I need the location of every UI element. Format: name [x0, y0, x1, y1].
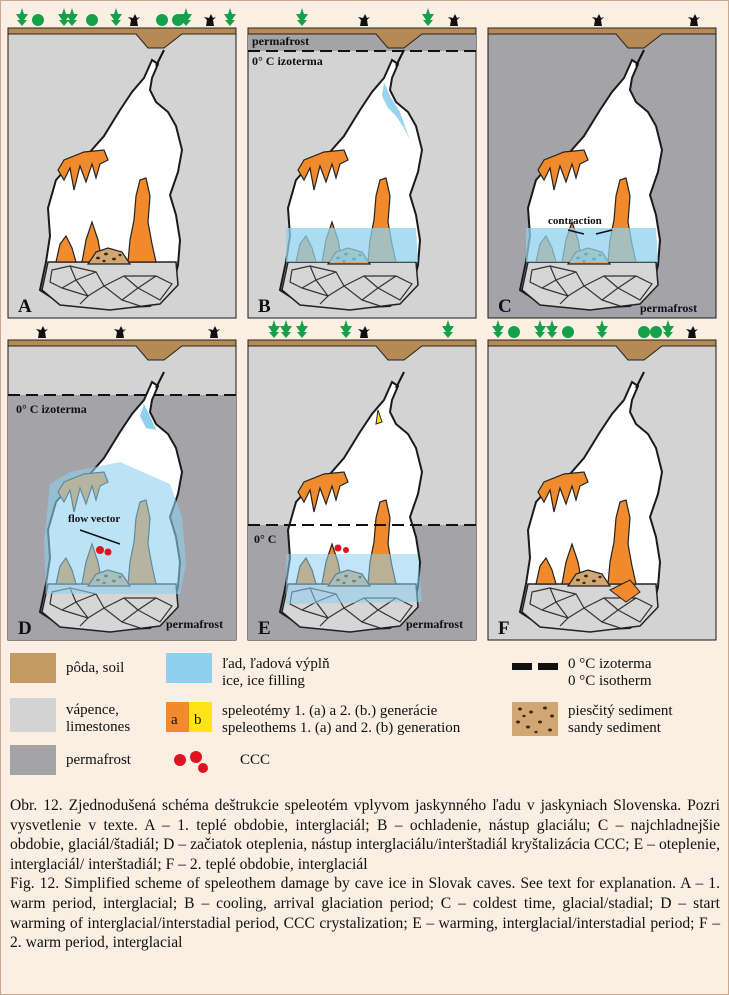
- permafrost-swatch: [10, 745, 56, 775]
- ccc-icon: [174, 751, 208, 773]
- sand-pattern: [516, 706, 554, 734]
- panel-C: contraction permafrost C: [487, 14, 717, 319]
- isotherm-line-icon: [512, 663, 558, 670]
- caption-sk: Obr. 12. Zjednodušená schéma deštrukcie …: [10, 797, 720, 873]
- panel-label: A: [18, 296, 32, 317]
- contraction-label: contraction: [548, 215, 602, 227]
- soil-swatch: [10, 653, 56, 683]
- panel-B: permafrost 0° C izoterma B: [247, 8, 477, 319]
- isotherm-label: 0° C: [254, 532, 276, 546]
- limestone-swatch: [10, 698, 56, 732]
- permafrost-label: permafrost: [166, 617, 223, 631]
- speleothem-b-swatch: [189, 702, 212, 732]
- panel-label: D: [18, 618, 32, 639]
- isotherm-label: 0° C izoterma: [16, 402, 87, 416]
- speleothem-a-swatch: [166, 702, 189, 732]
- legend-permafrost: permafrost: [66, 752, 131, 768]
- panel-D: 0° C izoterma flow vector permafrost D: [7, 326, 237, 641]
- flow-vector-label: flow vector: [68, 513, 120, 525]
- isotherm-label: 0° C izoterma: [252, 54, 323, 68]
- panel-label: F: [498, 618, 510, 639]
- panel-label: C: [498, 296, 512, 317]
- swatch-b-label: b: [194, 712, 202, 728]
- ice-swatch: [166, 653, 212, 683]
- figure-caption: Obr. 12. Zjednodušená schéma deštrukcie …: [10, 796, 720, 953]
- panel-F: F: [487, 320, 717, 641]
- legend-ccc: CCC: [240, 752, 271, 768]
- panel-A: A: [7, 8, 237, 319]
- panel-label: E: [258, 618, 271, 639]
- panel-E: 0° C permafrost E: [247, 320, 477, 641]
- permafrost-label: permafrost: [406, 617, 463, 631]
- permafrost-label: permafrost: [252, 34, 309, 48]
- permafrost-label: permafrost: [640, 301, 697, 315]
- caption-en: Fig. 12. Simplified scheme of speleothem…: [10, 875, 720, 952]
- legend-swatches: a b: [10, 653, 558, 775]
- swatch-a-label: a: [171, 712, 178, 728]
- legend-soil: pôda, soil: [66, 660, 125, 676]
- legend-limestone: vápence,limestones: [66, 702, 131, 735]
- panel-label: B: [258, 296, 271, 317]
